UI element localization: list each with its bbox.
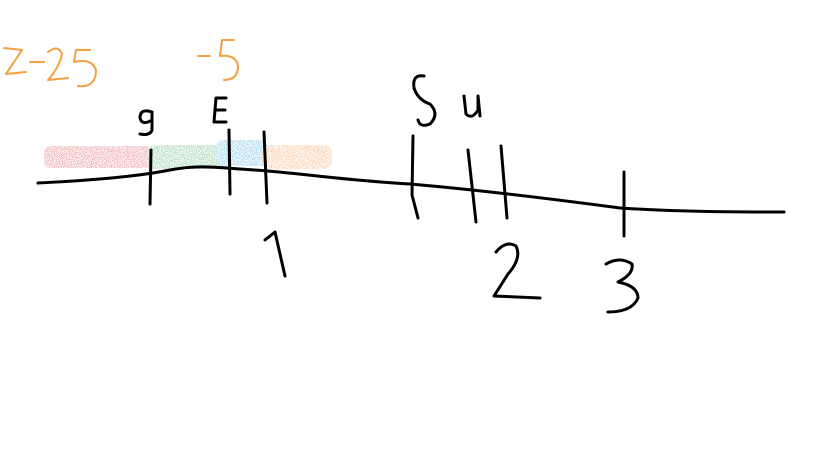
tick-1 bbox=[262, 130, 269, 205]
spray-bands bbox=[44, 140, 332, 169]
letter-g bbox=[138, 109, 154, 136]
timeline-line bbox=[36, 165, 786, 214]
tick-e bbox=[227, 128, 232, 196]
digit-3 bbox=[604, 258, 640, 314]
tick-u-1 bbox=[466, 148, 478, 224]
letter-e bbox=[212, 96, 228, 124]
tick-u-2 bbox=[499, 144, 509, 220]
band-red bbox=[44, 146, 152, 168]
tick-marks bbox=[148, 128, 626, 238]
orange-annotations bbox=[3, 39, 239, 88]
letter-s bbox=[412, 74, 437, 127]
band-blue bbox=[216, 140, 268, 166]
digit-1 bbox=[263, 230, 287, 278]
annotation-z-25 bbox=[3, 47, 97, 88]
tick-g bbox=[148, 148, 153, 206]
annotation-minus-5 bbox=[197, 39, 239, 81]
band-orange bbox=[262, 145, 332, 169]
letter-u bbox=[462, 94, 482, 118]
band-green bbox=[148, 145, 230, 169]
digit-2 bbox=[492, 242, 542, 300]
black-annotations bbox=[138, 74, 640, 314]
tick-s bbox=[410, 134, 420, 220]
